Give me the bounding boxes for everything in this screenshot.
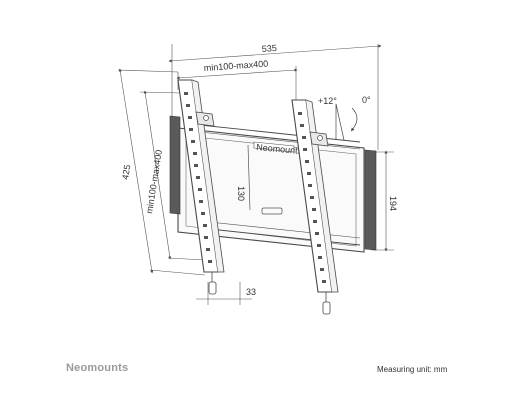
- dim-depth: 33: [246, 287, 256, 297]
- dim-vesa-vertical: min100-max400: [144, 149, 164, 214]
- left-arm-holes: [184, 92, 212, 263]
- dim-plate-outer: 194: [388, 196, 398, 211]
- dim-plate-inner: 130: [236, 186, 246, 201]
- plate-logo: Neomounts: [256, 142, 303, 156]
- right-arm-holes: [298, 112, 326, 283]
- tilt-forward-label: +12°: [318, 96, 337, 106]
- dim-total-width: 535: [261, 43, 277, 54]
- measuring-unit-note: Measuring unit: mm: [377, 365, 448, 374]
- tilt-neutral-label: 0°: [362, 95, 371, 105]
- right-pad: [364, 149, 377, 251]
- dim-total-height: 425: [120, 164, 132, 180]
- tilt-indicator: [335, 103, 358, 141]
- brand-logo-text: Neomounts: [66, 362, 129, 374]
- dim-vesa-horizontal: min100-max400: [203, 59, 268, 73]
- left-pad: [169, 115, 181, 215]
- left-arm: [177, 79, 225, 295]
- right-arm: [291, 99, 339, 315]
